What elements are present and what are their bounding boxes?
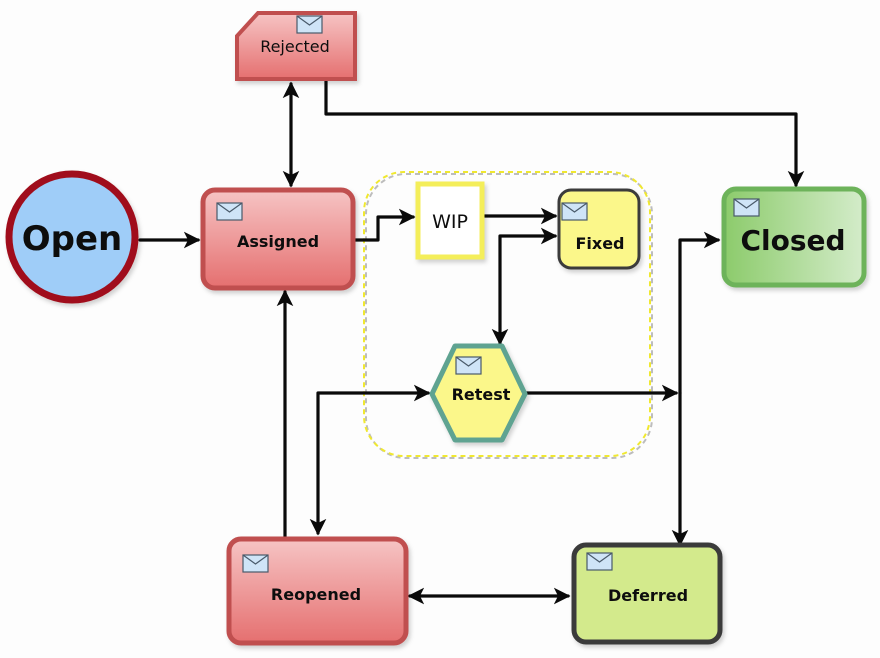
envelope-icon xyxy=(455,356,482,375)
node-deferred-label: Deferred xyxy=(608,586,688,605)
connectors xyxy=(138,78,805,605)
wip-fixed-retest-group xyxy=(363,171,653,459)
edge-assigned-wip[interactable] xyxy=(352,208,416,242)
node-retest[interactable]: Retest xyxy=(429,343,528,443)
node-deferred[interactable]: Deferred xyxy=(571,542,723,645)
edge-reopened-retest[interactable] xyxy=(309,384,431,536)
node-assigned[interactable]: Assigned xyxy=(200,187,356,291)
node-assigned-label: Assigned xyxy=(237,232,319,251)
node-closed-label: Closed xyxy=(740,224,845,257)
node-open[interactable]: Open xyxy=(5,170,139,304)
node-fixed-label: Fixed xyxy=(575,234,624,253)
node-closed[interactable]: Closed xyxy=(721,186,867,288)
envelope-icon xyxy=(561,202,588,221)
node-wip[interactable]: WIP xyxy=(415,181,485,260)
node-reopened[interactable]: Reopened xyxy=(226,536,409,646)
envelope-icon xyxy=(216,202,243,221)
envelope-icon xyxy=(242,554,269,573)
node-retest-label: Retest xyxy=(452,385,511,404)
node-fixed[interactable]: Fixed xyxy=(557,188,641,270)
node-reopened-label: Reopened xyxy=(271,585,361,604)
node-wip-label: WIP xyxy=(432,211,468,233)
edge-fixed-retest[interactable] xyxy=(491,227,558,346)
envelope-icon xyxy=(586,552,613,571)
node-rejected-label: Rejected xyxy=(260,37,330,56)
node-rejected[interactable]: Rejected xyxy=(235,11,357,81)
envelope-icon xyxy=(296,15,323,34)
node-open-label: Open xyxy=(22,219,123,259)
edge-junction-closed[interactable] xyxy=(678,231,721,395)
edge-rejected-closed[interactable] xyxy=(324,78,805,188)
envelope-icon xyxy=(733,198,760,217)
